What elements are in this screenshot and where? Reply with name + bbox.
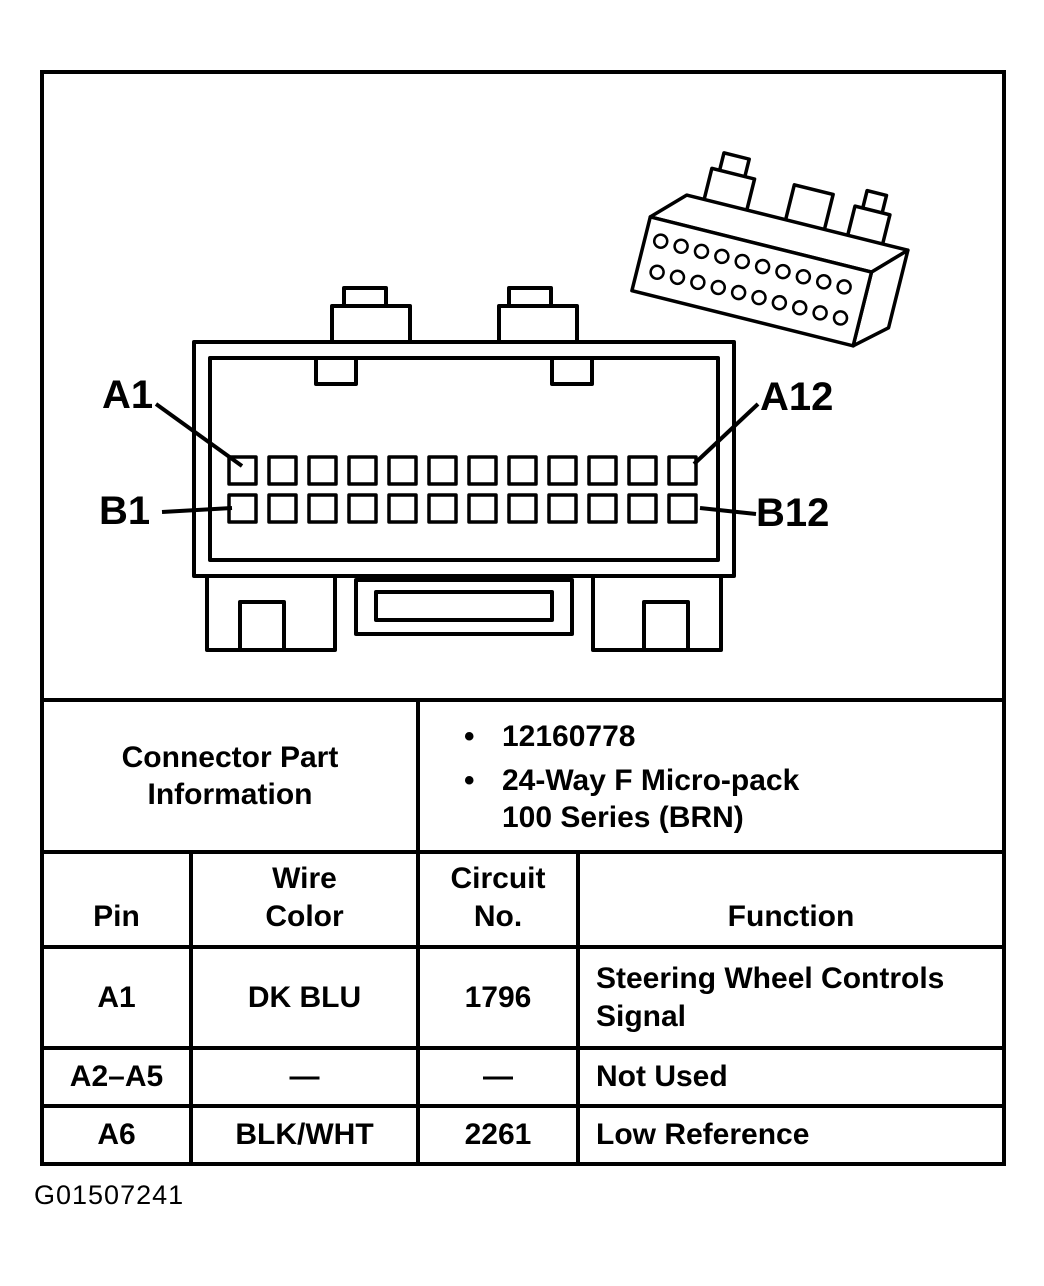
table-row: A1 DK BLU 1796 Steering Wheel Controls S… <box>44 945 1002 1046</box>
part-info-row: Connector Part Information • 12160778 • … <box>44 698 1002 850</box>
connector-diagram-area: A1 A12 B1 B12 <box>44 74 1002 698</box>
cell-function: Low Reference <box>576 1108 1002 1162</box>
bullet-icon: • <box>464 763 475 797</box>
header-circuit-no: Circuit No. <box>416 854 576 945</box>
connector-diagram: A1 A12 B1 B12 <box>99 151 910 652</box>
connector-isometric-view <box>630 151 910 348</box>
cell-function: Steering Wheel Controls Signal <box>576 949 1002 1046</box>
pin-label-b1: B1 <box>99 489 150 533</box>
pin-label-b12: B12 <box>756 491 829 535</box>
keying-tab <box>550 356 594 386</box>
cell-circuit-no: 2261 <box>416 1108 576 1162</box>
part-info-item: • 12160778 <box>464 718 635 756</box>
cell-circuit-no: 1796 <box>416 949 576 1046</box>
header-pin: Pin <box>93 899 140 933</box>
table-row: A2–A5 — — Not Used <box>44 1046 1002 1104</box>
part-info-details: • 12160778 • 24-Way F Micro-pack 100 Ser… <box>416 702 1002 850</box>
keying-tab <box>314 356 358 386</box>
header-wire-color: Wire Color <box>189 854 416 945</box>
cell-circuit-no: — <box>416 1050 576 1104</box>
iso-pin-holes <box>649 233 852 326</box>
foot-cutout-right <box>642 600 690 652</box>
iso-front-face <box>630 215 874 348</box>
cell-pin: A1 <box>97 980 136 1014</box>
cell-wire-color: BLK/WHT <box>189 1108 416 1162</box>
table-row: A6 BLK/WHT 2261 Low Reference <box>44 1104 1002 1162</box>
figure-id: G01507241 <box>34 1180 185 1210</box>
table-header-row: Pin Wire Color Circuit No. Function <box>44 850 1002 945</box>
cell-pin: A2–A5 <box>69 1060 164 1094</box>
part-number: 12160778 <box>502 720 636 753</box>
leader-lines <box>154 402 760 516</box>
pin-row-a <box>227 455 698 486</box>
part-info-item: • 24-Way F Micro-pack 100 Series (BRN) <box>464 762 799 837</box>
cell-pin: A6 <box>97 1118 136 1152</box>
header-function: Function <box>576 854 1002 945</box>
center-slot-inner <box>374 590 554 622</box>
part-info-label: Connector Part Information <box>121 740 339 812</box>
pin-label-a1: A1 <box>102 373 153 417</box>
cell-wire-color: DK BLU <box>189 949 416 1046</box>
pin-label-a12: A12 <box>760 375 833 419</box>
part-description: 24-Way F Micro-pack 100 Series (BRN) <box>502 763 800 835</box>
leader-line-a12 <box>692 402 760 466</box>
leader-line-b1 <box>161 506 233 514</box>
connector-front-view <box>192 286 736 652</box>
leader-line-b12 <box>699 506 757 516</box>
diagram-frame: A1 A12 B1 B12 Connector Part Information… <box>40 70 1006 1166</box>
cell-wire-color: — <box>189 1050 416 1104</box>
bullet-icon: • <box>464 720 475 753</box>
pin-row-b <box>227 493 698 524</box>
cell-function: Not Used <box>576 1050 1002 1104</box>
leader-line-a1 <box>154 402 244 468</box>
foot-cutout-left <box>238 600 286 652</box>
